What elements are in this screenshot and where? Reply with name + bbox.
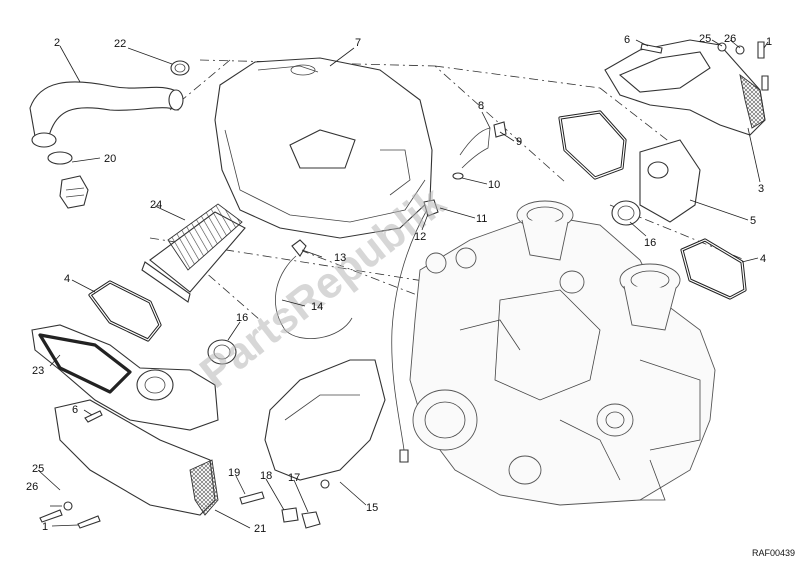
lower-cover-left xyxy=(54,399,219,516)
callout-6-left: 6 xyxy=(72,404,78,416)
gasket-left xyxy=(88,280,162,342)
callout-5: 5 xyxy=(750,215,756,227)
callout-3: 3 xyxy=(758,183,764,195)
callout-4-left: 4 xyxy=(64,273,70,285)
airbox-housing xyxy=(214,57,433,239)
small-fasteners xyxy=(239,491,321,529)
callout-21: 21 xyxy=(254,523,266,535)
temp-sensor-and-wire xyxy=(275,239,353,339)
callout-15: 15 xyxy=(366,502,378,514)
control-cable xyxy=(391,199,439,463)
callout-25-right: 25 xyxy=(699,33,711,45)
callout-20: 20 xyxy=(104,153,116,165)
callout-12: 12 xyxy=(414,231,426,243)
gasket-right xyxy=(680,238,747,300)
leader-lines xyxy=(37,39,769,529)
callout-16-left: 16 xyxy=(236,312,248,324)
callout-23: 23 xyxy=(32,365,44,377)
callout-19: 19 xyxy=(228,467,240,479)
callout-7: 7 xyxy=(355,37,361,49)
callout-10: 10 xyxy=(488,179,500,191)
callout-1-right: 1 xyxy=(766,36,772,48)
callout-16-right: 16 xyxy=(644,237,656,249)
hose-clamps xyxy=(47,60,190,209)
reference-code: RAF00439 xyxy=(752,548,795,558)
bracket-clip xyxy=(452,121,507,180)
rubber-ring-right xyxy=(611,200,641,226)
callout-4-right: 4 xyxy=(760,253,766,265)
air-filter xyxy=(141,203,246,303)
engine-block xyxy=(409,200,716,506)
callout-26-left: 26 xyxy=(26,481,38,493)
callout-1-left: 1 xyxy=(42,521,48,533)
callout-9: 9 xyxy=(516,136,522,148)
rubber-ring-left xyxy=(207,339,237,365)
callout-13: 13 xyxy=(334,252,346,264)
callout-25-left: 25 xyxy=(32,463,44,475)
callout-8: 8 xyxy=(478,100,484,112)
intake-duct xyxy=(264,359,386,489)
callout-6-right: 6 xyxy=(624,34,630,46)
callout-2: 2 xyxy=(54,37,60,49)
callout-22: 22 xyxy=(114,38,126,50)
callout-17: 17 xyxy=(288,472,300,484)
side-plate-left xyxy=(31,324,219,431)
gasket-plate-right xyxy=(558,110,701,223)
callout-labels: 2 22 7 20 24 4 13 14 16 23 6 25 26 1 21 … xyxy=(26,33,772,535)
breather-hose xyxy=(29,81,184,148)
callout-18: 18 xyxy=(260,470,272,482)
callout-26-right: 26 xyxy=(724,33,736,45)
callout-24: 24 xyxy=(150,199,162,211)
callout-11: 11 xyxy=(476,213,487,225)
bolts-left xyxy=(39,410,103,529)
side-plate-right xyxy=(604,39,766,136)
callout-14: 14 xyxy=(311,301,323,313)
